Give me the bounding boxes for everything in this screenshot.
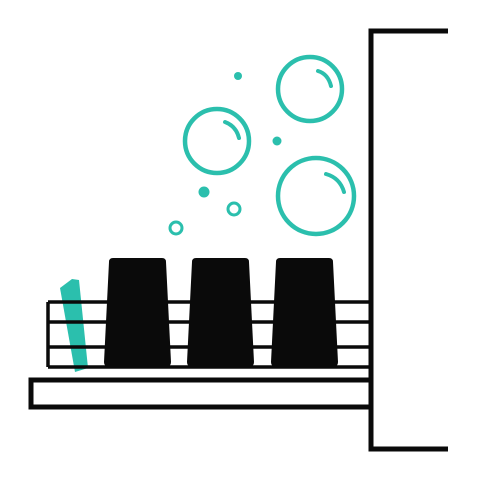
dish-rack: [46, 300, 370, 369]
cup-icon: [104, 258, 171, 367]
soap-bubble-icon: [226, 201, 242, 217]
soap-droplet: [234, 72, 242, 80]
soap-bubble-icon: [168, 220, 184, 236]
cup-icon: [187, 258, 254, 367]
dishwasher-door-frame: [368, 28, 448, 452]
cup-icon: [271, 258, 338, 367]
bubbles: [168, 54, 357, 237]
soap-droplet: [198, 186, 210, 198]
soap-bubble-icon: [275, 155, 357, 237]
spatula-icon: [60, 279, 88, 372]
soap-bubble-icon: [182, 106, 252, 176]
soap-droplets: [198, 72, 282, 198]
soap-bubble-icon: [275, 54, 345, 124]
soap-droplet: [272, 136, 282, 146]
rack-tray: [28, 377, 374, 410]
